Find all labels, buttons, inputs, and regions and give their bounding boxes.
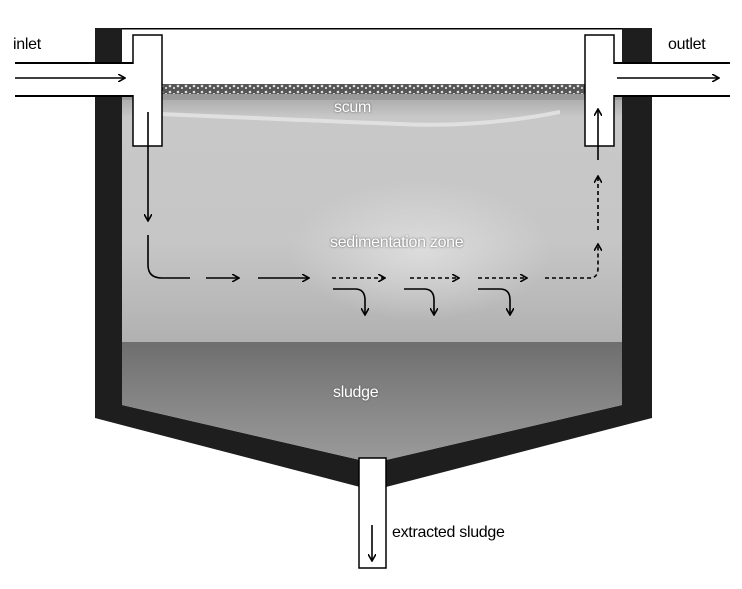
scum-layer: [122, 84, 622, 94]
inlet-label: inlet: [13, 36, 41, 53]
outlet-pipe-vertical: [584, 34, 615, 147]
flow-arrows: [148, 110, 598, 314]
outlet-pipe-horizontal: [614, 63, 730, 96]
scum-label: scum: [334, 99, 372, 116]
tank-top-rim: [122, 28, 622, 30]
outlet-label: outlet: [668, 36, 706, 53]
sedimentation-zone-label: sedimentation zone: [330, 234, 464, 251]
extracted-sludge-label: extracted sludge: [392, 524, 505, 541]
sludge-zone: [122, 342, 622, 460]
inlet-pipe-horizontal: [15, 63, 133, 96]
sludge-label: sludge: [333, 384, 379, 401]
